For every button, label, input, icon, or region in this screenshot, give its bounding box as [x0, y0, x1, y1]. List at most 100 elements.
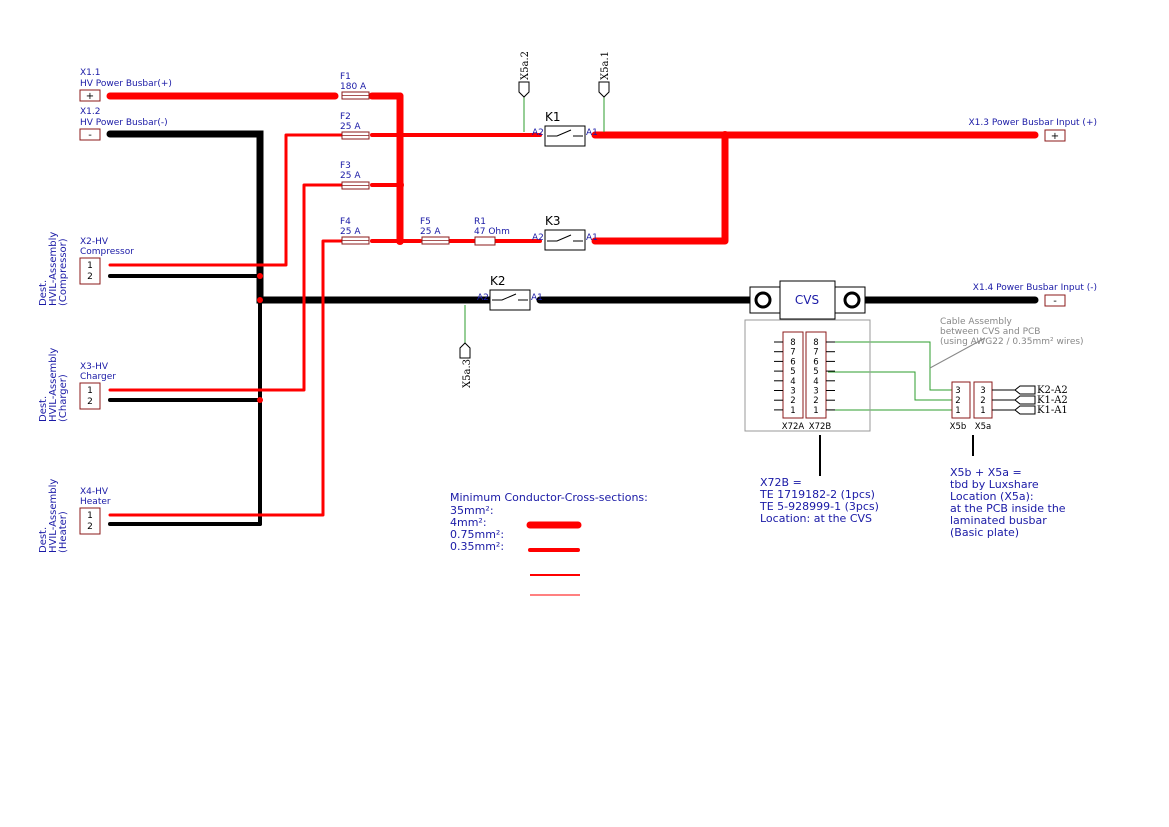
- k3-body: [544, 229, 586, 251]
- fuse-f2: F2 25 A: [340, 112, 370, 140]
- connector-x3: X3-HV Charger 1 2: [79, 362, 116, 410]
- x72b-pin-number: 5: [813, 367, 818, 377]
- x72b-note-line4: Location: at the CVS: [760, 512, 872, 525]
- junction-dot: [257, 397, 263, 403]
- r1-name: R1: [474, 217, 486, 227]
- cvs-outer-box: [744, 319, 871, 432]
- k2-a2-label: A2: [477, 293, 489, 303]
- connector-x12: X1.2 HV Power Busbar(-) -: [79, 107, 168, 141]
- dest-charger-line2: HVIL-Assembly: [48, 348, 59, 422]
- x5-output-label: K2-A2: [1037, 385, 1068, 396]
- x5a-pin-number: 2: [980, 396, 985, 406]
- r1-body: [474, 236, 496, 246]
- x5-output-label: K1-A1: [1037, 405, 1068, 416]
- cvs-right-terminal: [843, 291, 861, 309]
- wire-x72-pin8: [828, 341, 952, 391]
- x72b-note-line3: TE 5-928999-1 (3pcs): [759, 500, 879, 513]
- x2-body: [79, 257, 101, 285]
- x5-note-line2: tbd by Luxshare: [950, 478, 1039, 491]
- x12-symbol: -: [88, 130, 92, 141]
- x4-id: X4-HV: [80, 487, 109, 497]
- k3-a2-label: A2: [532, 233, 544, 243]
- contactor-k2: K2 A2 A1: [477, 274, 543, 311]
- wire-x3-pin1-to-f3: [108, 183, 344, 392]
- connector-x2: X2-HV Compressor 1 2: [79, 237, 134, 285]
- fuse-f1: F1 180 A: [340, 72, 370, 100]
- x2-pin2: 2: [87, 272, 93, 282]
- fuse-f5: F5 25 A: [420, 217, 450, 245]
- fuse-f4: F4 25 A: [340, 217, 370, 245]
- x5a1-label: X5a.1: [600, 51, 611, 80]
- legend-item: 0.75mm²:: [450, 528, 504, 541]
- negative-conductors: [106, 130, 1039, 526]
- legend-title: Minimum Conductor-Cross-sections:: [450, 491, 648, 504]
- f4-name: F4: [340, 217, 351, 227]
- k2-name: K2: [490, 274, 506, 288]
- x5-note-line5: laminated busbar: [950, 514, 1047, 527]
- cable-note-line2: between CVS and PCB: [940, 327, 1040, 337]
- x72b-note: X72B = TE 1719182-2 (1pcs) TE 5-928999-1…: [759, 435, 879, 525]
- x5-note-line3: Location (X5a):: [950, 490, 1034, 503]
- x3-pin2: 2: [87, 397, 93, 407]
- x4-body: [79, 507, 101, 535]
- x4-pin2: 2: [87, 522, 93, 532]
- f3-rating: 25 A: [340, 171, 361, 181]
- cross-section-legend: Minimum Conductor-Cross-sections: 35mm²:…: [450, 491, 648, 596]
- k1-a2-label: A2: [532, 128, 544, 138]
- wire-x4-pin1-to-f4: [108, 239, 344, 517]
- x5b-pin-number: 2: [955, 396, 960, 406]
- x5b-label: X5b: [950, 422, 967, 432]
- x14-terminal-box: [1044, 294, 1066, 307]
- dest-compressor-line2: HVIL-Assembly: [48, 232, 59, 306]
- x5a2-label: X5a.2: [520, 51, 531, 80]
- legend-item: 4mm²:: [450, 516, 487, 529]
- f2-name: F2: [340, 112, 351, 122]
- connector-x13: X1.3 Power Busbar Input (+) +: [969, 118, 1098, 142]
- k1-switch-symbol: [547, 129, 583, 137]
- connector-x14: X1.4 Power Busbar Input (-) -: [973, 283, 1097, 307]
- x14-label: X1.4 Power Busbar Input (-): [973, 283, 1097, 293]
- x5b-body: [951, 381, 971, 419]
- x72a-pin-number: 1: [790, 406, 795, 416]
- wire-x12-to-k2: [106, 130, 494, 304]
- k3-name: K3: [545, 214, 561, 228]
- x72a-pin-number: 6: [790, 357, 795, 367]
- dest-heater-line1: Dest.: [38, 527, 49, 553]
- dest-compressor-line1: Dest.: [38, 280, 49, 306]
- dest-charger: Dest. HVIL-Assembly (Charger): [38, 348, 69, 422]
- f1-rating: 180 A: [340, 82, 367, 92]
- cvs-left-terminal: [754, 291, 772, 309]
- junction-dot: [721, 131, 729, 139]
- x72b-pin-number: 3: [813, 387, 818, 397]
- dest-compressor-line3: (Compressor): [58, 238, 69, 306]
- x72b-pin-number: 2: [813, 396, 818, 406]
- x72b-note-line1: X72B =: [760, 476, 802, 489]
- k2-body: [489, 289, 531, 311]
- connector-x11: X1.1 HV Power Busbar(+) +: [79, 68, 172, 102]
- x2-name: Compressor: [80, 247, 134, 257]
- positive-conductors: [106, 92, 1039, 517]
- x72b-body: [805, 331, 827, 419]
- x72a-pin-number: 2: [790, 396, 795, 406]
- cable-note-line3: (using AWG22 / 0.35mm² wires): [940, 337, 1084, 347]
- x5a3-arrow-symbol: [459, 342, 471, 359]
- x5-output-arrow-icon: [1014, 405, 1036, 415]
- x72a-body: [782, 331, 804, 419]
- wire-k3-return: [591, 131, 729, 245]
- terminal-x5a3: X5a.3: [459, 342, 473, 388]
- x4-name: Heater: [80, 497, 111, 507]
- x13-symbol: +: [1051, 131, 1059, 142]
- x72b-pin-number: 7: [813, 348, 818, 358]
- x11-terminal-box: [79, 89, 101, 102]
- signal-wires: [464, 96, 986, 411]
- x5-note-line4: at the PCB inside the: [950, 502, 1066, 515]
- k3-a1-label: A1: [586, 233, 598, 243]
- connector-x4: X4-HV Heater 1 2: [79, 487, 111, 535]
- x5a2-arrow-symbol: [518, 81, 530, 98]
- f1-name: F1: [340, 72, 351, 82]
- x72b-label: X72B: [809, 422, 832, 432]
- positive-junctions: [396, 131, 729, 245]
- x72a-pin-number: 4: [790, 377, 795, 387]
- x72b-pin-number: 1: [813, 406, 818, 416]
